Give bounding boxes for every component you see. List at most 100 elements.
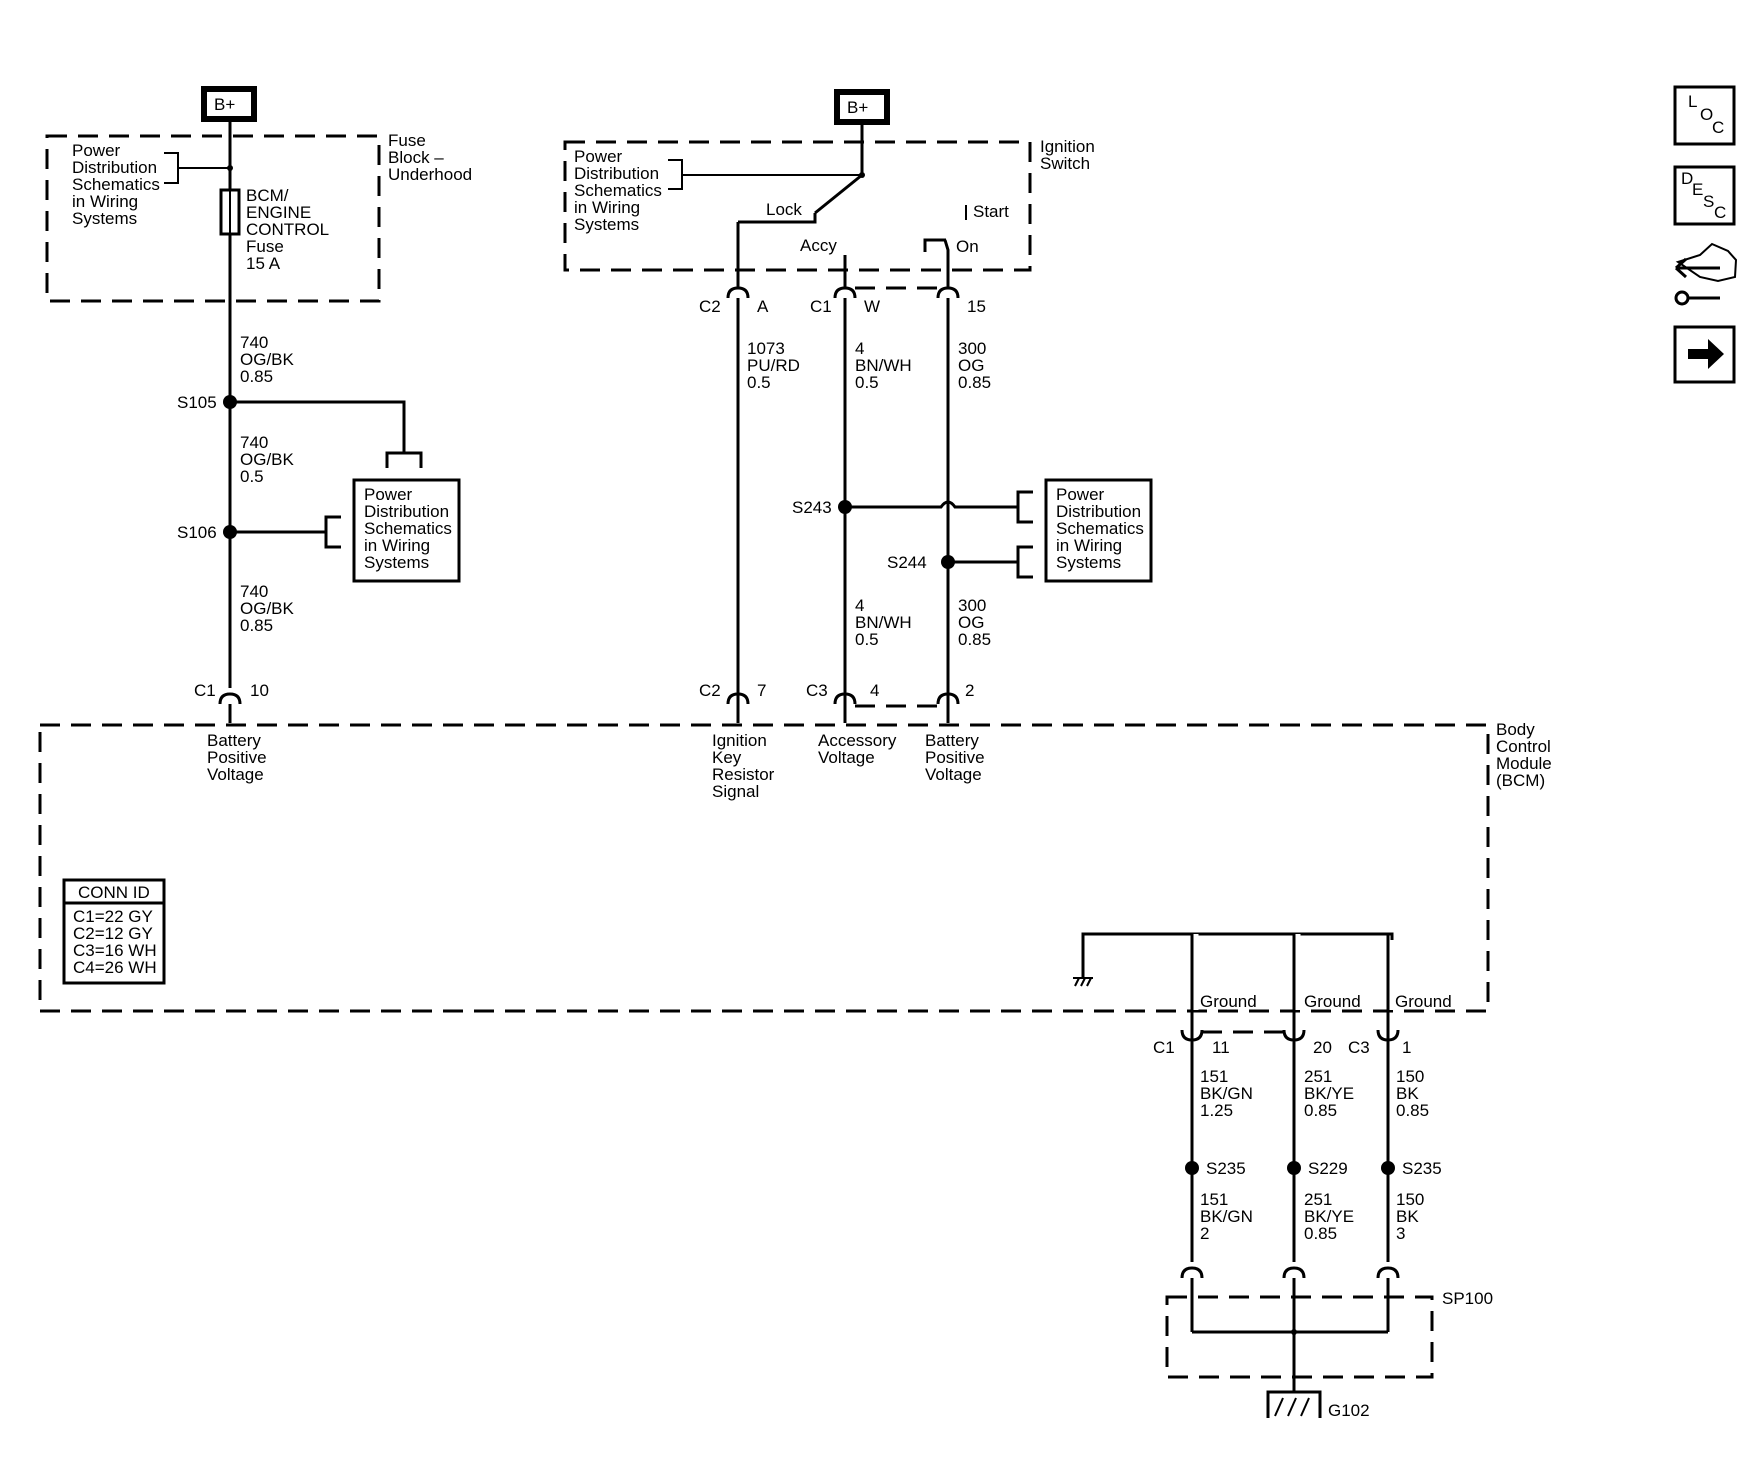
switch-pos-lock: Lock [766, 200, 802, 219]
bcm-connector-c3-4: C3 4 [806, 681, 879, 705]
ground-g102-icon [1266, 1390, 1322, 1418]
gnd-connector-c3-1: C3 1 [1348, 1010, 1411, 1057]
bcm-pin-7: 7 [757, 681, 766, 700]
splice-s235-a [1185, 1161, 1199, 1175]
switch-pos-on: On [956, 237, 979, 256]
hand-wrench-icon [1674, 242, 1738, 306]
bcm-pin-ign-key: Ignition Key Resistor Signal [712, 731, 779, 801]
bcm-c1-label: C1 [194, 681, 216, 700]
splice-s244-label: S244 [887, 553, 927, 572]
ground-g102-label: G102 [1328, 1401, 1370, 1420]
b-plus-source-1: B+ [201, 86, 257, 122]
fuse-block-name: Fuse Block – Underhood [388, 131, 472, 184]
ground-g102: G102 [1266, 1390, 1370, 1420]
splice-pack-sp100: SP100 [1165, 1266, 1493, 1379]
conn-id-title: CONN ID [78, 883, 150, 902]
splice-s229-label: S229 [1308, 1159, 1348, 1178]
conn-id-row: C4=26 WH [73, 958, 157, 977]
ignition-switch-blade [814, 173, 863, 215]
bcm-pin-batt1: Battery Positive Voltage [207, 731, 271, 784]
ignition-switch: Ignition Switch Power Distribution Schem… [563, 137, 1095, 272]
fuse-label: BCM/ ENGINE CONTROL Fuse 15 A [246, 186, 333, 273]
repair-info-button[interactable] [1674, 242, 1738, 306]
ign-connector-c1-w: C1 W [810, 270, 880, 316]
gnd-pin-1: 1 [1402, 1038, 1411, 1057]
gnd-c1-label: C1 [1153, 1038, 1175, 1057]
gnd-pin-11: 11 [1212, 1038, 1230, 1057]
ign-pin-15: 15 [967, 297, 986, 316]
desc-letter-e: E [1692, 180, 1703, 199]
splice-s235-b [1381, 1161, 1395, 1175]
loc-letter-c: C [1712, 118, 1724, 137]
pd-box-left: Power Distribution Schematics in Wiring … [352, 478, 461, 583]
desc-button[interactable]: D E S C [1673, 165, 1736, 226]
desc-letter-d: D [1681, 169, 1693, 188]
loc-letter-o: O [1700, 105, 1713, 124]
splice-pack-sp100-label: SP100 [1442, 1289, 1493, 1308]
pd-box-left-text: Power Distribution Schematics in Wiring … [364, 485, 457, 572]
splice-s105-label: S105 [177, 393, 217, 412]
ign-connector-c2-a: C2 A [699, 270, 769, 316]
b-plus-source-2: B+ [834, 89, 890, 125]
ign-pin-a: A [757, 297, 769, 316]
conn-id-row: C2=12 GY [73, 924, 153, 943]
splice-s229 [1287, 1161, 1301, 1175]
next-page-button[interactable] [1673, 325, 1736, 384]
ground-label: Ground [1200, 992, 1257, 1011]
ground-label: Ground [1304, 992, 1361, 1011]
conn-id-table: CONN ID C1=22 GY C2=12 GY C3=16 WH C4=26… [62, 878, 166, 985]
conn-id-row: C1=22 GY [73, 907, 153, 926]
desc-letter-s: S [1703, 192, 1714, 211]
chassis-ground-icon [1073, 977, 1093, 987]
fuse-block-pd-ref: Power Distribution Schematics in Wiring … [72, 141, 165, 228]
bcm-pin-batt2: Battery Positive Voltage [925, 731, 989, 784]
switch-pos-accy: Accy [800, 236, 837, 255]
loc-letter-l: L [1688, 92, 1697, 111]
ign-pin-w: W [864, 297, 880, 316]
body-control-module: Body Control Module (BCM) Battery Positi… [38, 720, 1557, 1013]
loc-button[interactable]: L O C [1673, 85, 1736, 146]
fuse-block-underhood: Fuse Block – Underhood Power Distributio… [45, 131, 472, 303]
gnd-pin-20: 20 [1313, 1038, 1332, 1057]
bcm-connector-c1-10: C1 10 [194, 681, 269, 705]
bcm-pin-10: 10 [250, 681, 269, 700]
ground-label: Ground [1395, 992, 1452, 1011]
pd-ref-bracket [164, 152, 179, 184]
bcm-pin-accy: Accessory Voltage [818, 731, 901, 767]
bcm-c2-label: C2 [699, 681, 721, 700]
b-plus-label-2: B+ [847, 98, 868, 117]
ign-c1-label: C1 [810, 297, 832, 316]
pd-box-right: Power Distribution Schematics in Wiring … [1044, 478, 1153, 583]
splice-s235-b-label: S235 [1402, 1159, 1442, 1178]
bcm-pin-4: 4 [870, 681, 879, 700]
bcm-pin-2: 2 [965, 681, 974, 700]
pd-box-right-text: Power Distribution Schematics in Wiring … [1056, 485, 1149, 572]
ign-c2-label: C2 [699, 297, 721, 316]
b-plus-label-1: B+ [214, 95, 235, 114]
bcm-c3-label: C3 [806, 681, 828, 700]
switch-pos-start: Start [973, 202, 1009, 221]
splice-s243-label: S243 [792, 498, 832, 517]
desc-letter-c: C [1714, 203, 1726, 222]
gnd-connector-c1-11: C1 11 [1153, 1010, 1230, 1057]
arrow-right-icon [1688, 339, 1724, 369]
gnd-connector-20: 20 [1282, 1010, 1332, 1057]
bcm-connector-2: 2 [936, 681, 974, 705]
ignition-pd-ref: Power Distribution Schematics in Wiring … [574, 147, 667, 234]
gnd-c3-label: C3 [1348, 1038, 1370, 1057]
bcm-name: Body Control Module (BCM) [1496, 720, 1557, 790]
